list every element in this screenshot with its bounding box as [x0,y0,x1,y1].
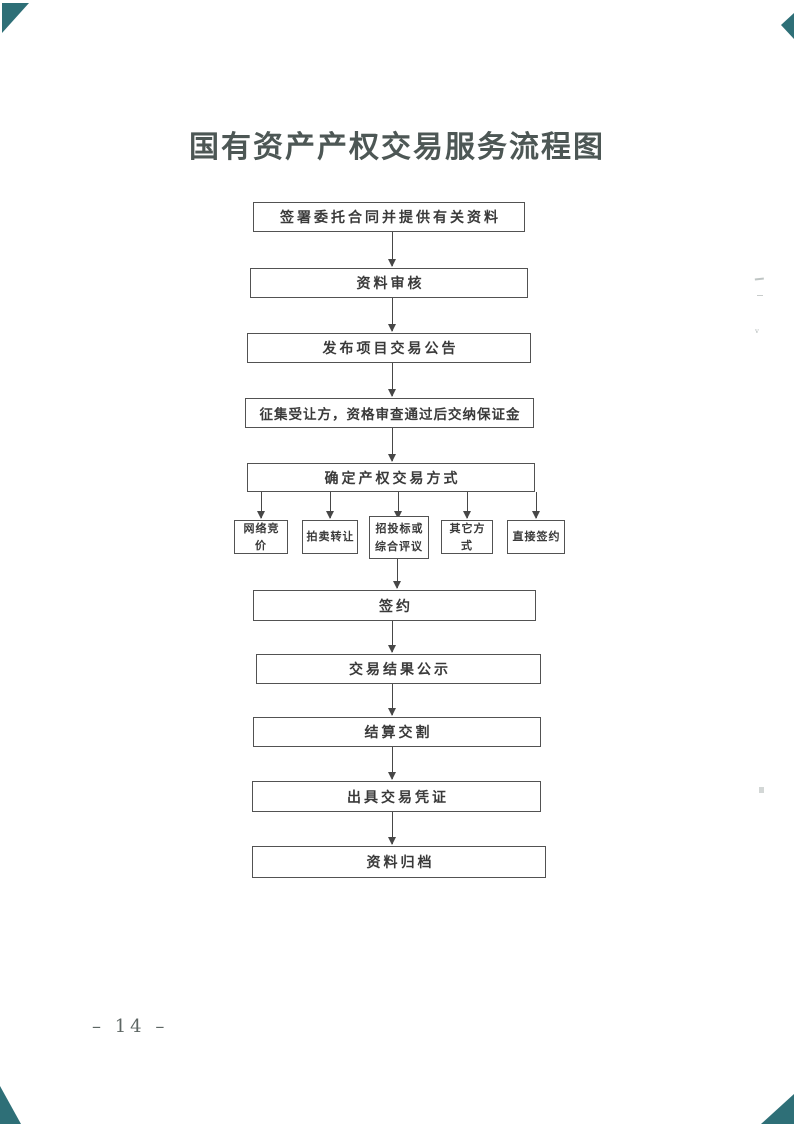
arrow-down-icon [532,492,541,519]
page-title: 国有资产产权交易服务流程图 [189,130,605,165]
arrow-down-icon [388,684,397,716]
arrow-down-icon [394,492,403,519]
flow-branch-other-methods: 其它方式 [441,520,493,554]
arrow-down-icon [388,621,397,653]
arrow-down-icon [388,747,397,780]
scan-corner-top-left [2,3,29,33]
flow-node-publish-announcement: 发布项目交易公告 [247,333,531,363]
arrow-down-icon [257,492,266,519]
arrow-down-icon [388,812,397,845]
arrow-down-icon [388,232,397,267]
flow-node-sign-entrust-contract: 签署委托合同并提供有关资料 [253,202,525,232]
flow-node-result-publicity: 交易结果公示 [256,654,541,684]
flow-node-settlement-delivery: 结算交割 [253,717,541,747]
scan-speckle [754,277,765,284]
scan-corner-bottom-left [0,1086,21,1124]
arrow-down-icon [393,559,402,589]
scan-speckle: ᵥ [755,323,760,336]
page-number: – 14 – [92,1016,169,1037]
flow-node-material-review: 资料审核 [250,268,528,298]
scan-speckle [759,787,764,793]
arrow-down-icon [463,492,472,519]
scan-corner-bottom-right [761,1094,794,1124]
scan-speckle [757,295,763,298]
scan-corner-top-right [781,13,794,39]
flow-branch-online-bidding: 网络竞价 [234,520,288,554]
arrow-down-icon [388,298,397,332]
flow-node-sign-contract: 签约 [253,590,536,621]
flow-node-collect-transferees: 征集受让方，资格审查通过后交纳保证金 [245,398,534,428]
flow-branch-auction-transfer: 拍卖转让 [302,520,358,554]
flow-branch-direct-signing: 直接签约 [507,520,565,554]
arrow-down-icon [388,428,397,462]
flow-node-issue-voucher: 出具交易凭证 [252,781,541,812]
flow-branch-tender-or-evaluation: 招投标或综合评议 [369,516,429,559]
arrow-down-icon [326,492,335,519]
flow-node-archive-materials: 资料归档 [252,846,546,878]
flow-node-determine-method: 确定产权交易方式 [247,463,535,492]
arrow-down-icon [388,363,397,397]
